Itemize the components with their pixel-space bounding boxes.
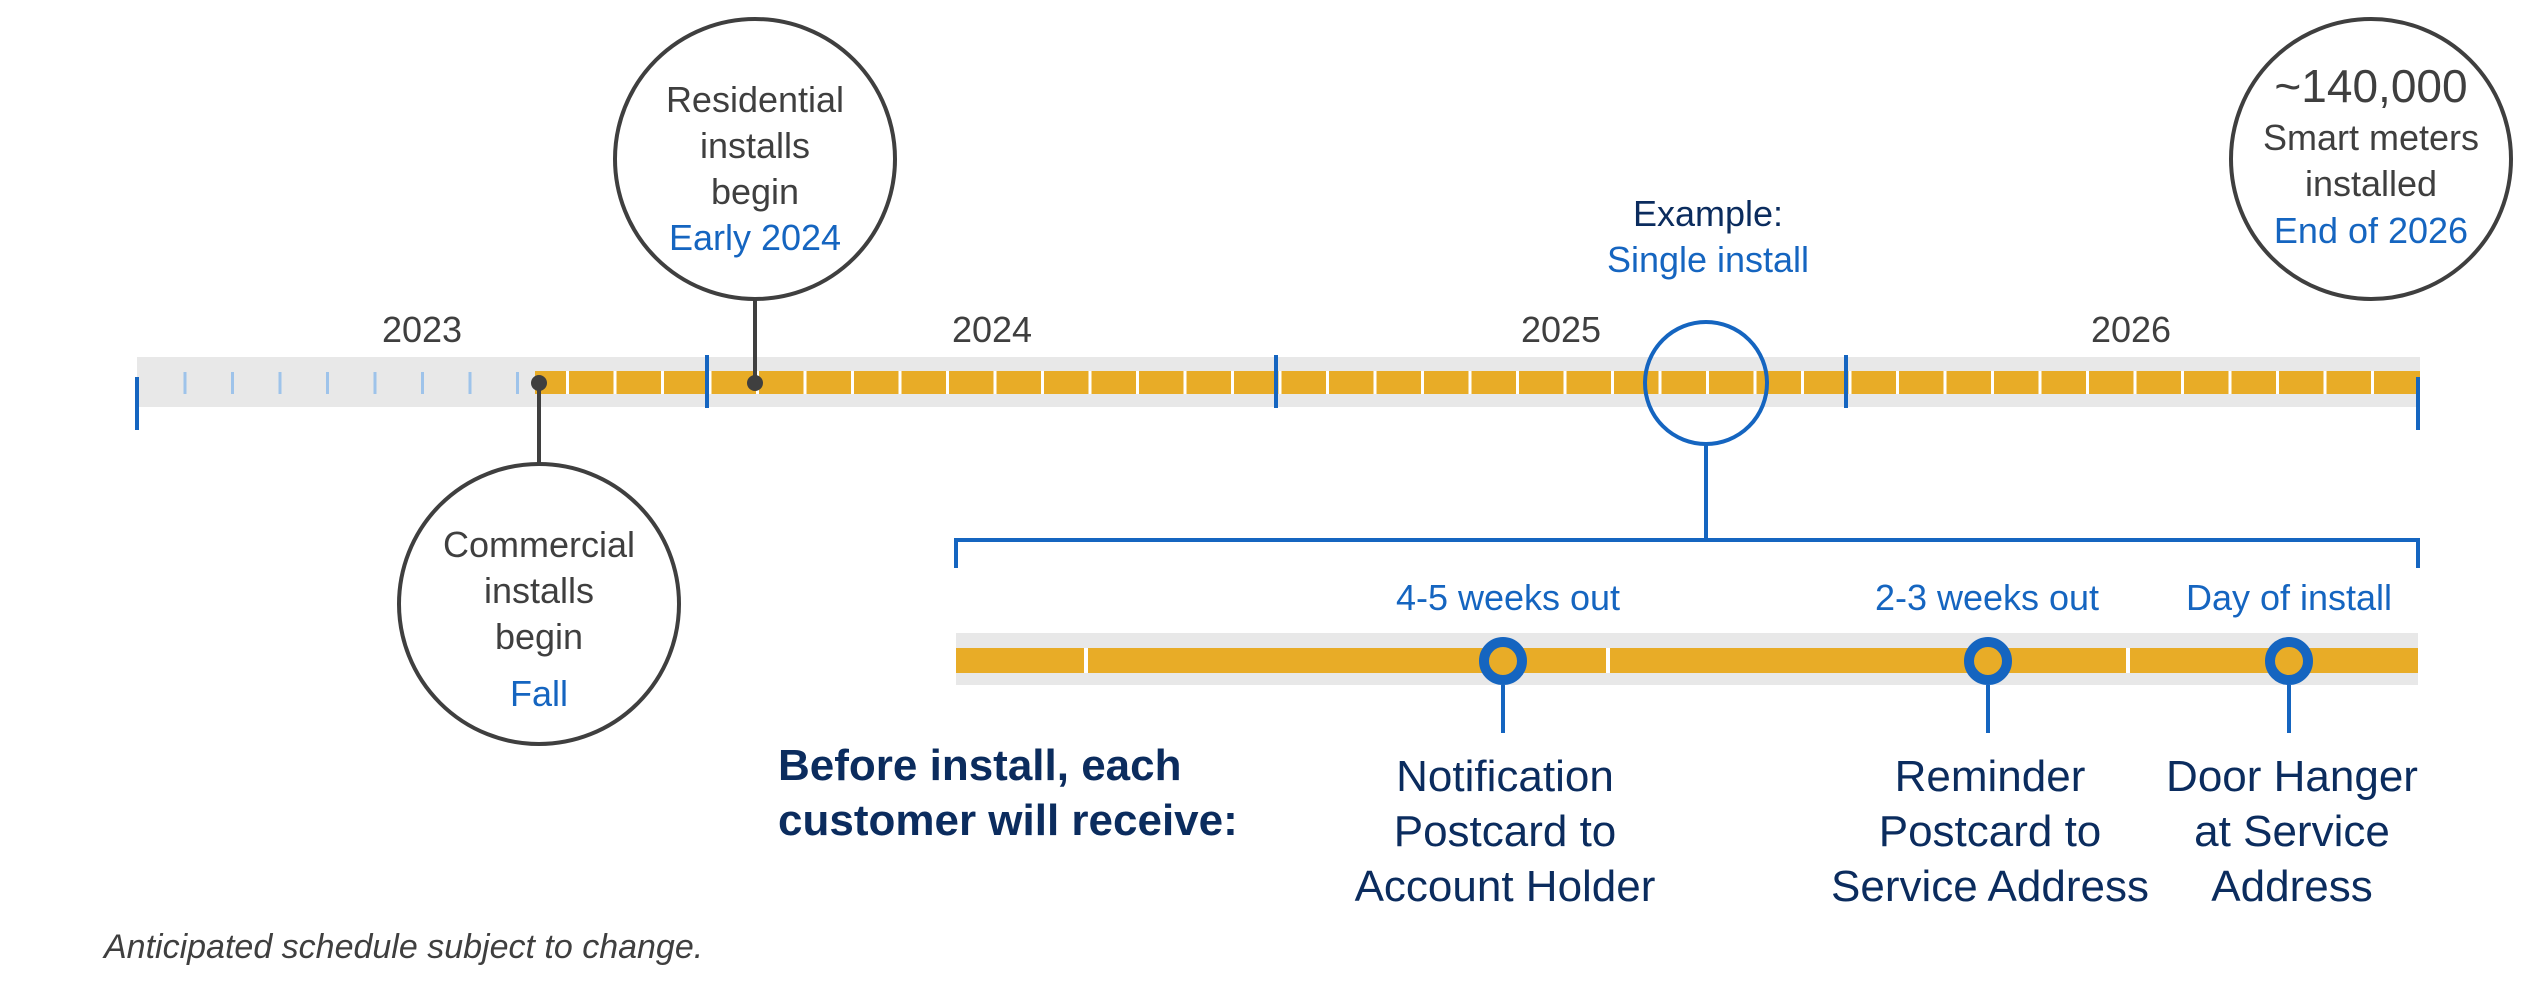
progress-separator [1611,371,1614,394]
detail-timeline [956,633,2418,685]
progress-separator [2133,371,2137,394]
main-timeline [135,355,2420,430]
progress-separator [1753,371,1757,394]
detail-progress-bar [956,648,2418,673]
progress-separator [1421,371,1424,394]
residential-date: Early 2024 [669,217,841,258]
step-timing: 4-5 weeks out [1396,577,1620,618]
example-bracket [954,538,2420,568]
progress-separator [1801,371,1804,394]
commercial-callout: Commercial installs begin Fall [397,375,681,746]
progress-separator [1231,371,1234,394]
total-line-2: installed [2305,163,2437,204]
progress-separator [851,371,854,394]
residential-callout: Residential installs begin Early 2024 [613,17,897,391]
progress-separator [2323,371,2327,394]
progress-separator [2086,371,2089,394]
step-label-line-1: Notification [1396,752,1614,801]
progress-separator [1563,371,1567,394]
step-timing: Day of install [2186,577,2392,618]
progress-separator [1468,371,1472,394]
example-label: Example: [1633,193,1783,234]
step-marker [1964,637,2012,685]
step-marker [1479,637,1527,685]
progress-separator [708,371,712,394]
progress-separator [1373,371,1377,394]
total-count: ~140,000 [2274,60,2467,112]
before-install-line-1: Before install, each [778,741,1181,790]
year-label-2024: 2024 [952,309,1032,350]
year-label-2023: 2023 [382,309,462,350]
total-date: End of 2026 [2274,210,2468,251]
step-label-line-3: Service Address [1831,862,2149,911]
progress-separator [1896,371,1899,394]
progress-separator [1848,371,1852,394]
progress-separator [1706,371,1709,394]
progress-separator [1088,371,1092,394]
progress-separator [898,371,902,394]
progress-separator [1658,371,1662,394]
progress-separator [1326,371,1329,394]
year-label-2025: 2025 [1521,309,1601,350]
progress-separator [1041,371,1044,394]
before-install-line-2: customer will receive: [778,796,1238,845]
progress-separator [2371,371,2374,394]
step-door-hanger: Day of install Door Hanger at Service Ad… [2166,577,2418,911]
before-install-heading: Before install, each customer will recei… [778,741,1238,845]
residential-line-3: begin [711,171,799,212]
residential-circle [613,17,897,301]
month-ticks [183,372,519,394]
step-label-line-3: Address [2211,862,2372,911]
commercial-date: Fall [510,673,568,714]
step-label-line-1: Reminder [1895,752,2086,801]
detail-separator [1084,648,1088,673]
commercial-line-1: Commercial [443,524,635,565]
year-ticks [135,355,2420,430]
residential-marker-dot [747,375,763,391]
residential-line-1: Residential [666,79,844,120]
step-notification: 4-5 weeks out Notification Postcard to A… [1355,577,1656,911]
progress-separator [1136,371,1139,394]
progress-separator [2181,371,2184,394]
progress-separator [613,371,617,394]
commercial-line-2: installs [484,570,594,611]
progress-separator [2038,371,2042,394]
step-timing: 2-3 weeks out [1875,577,2099,618]
residential-line-2: installs [700,125,810,166]
example-value: Single install [1607,239,1809,280]
year-labels: 2023 2024 2025 2026 [382,309,2171,350]
progress-separator [1278,371,1282,394]
step-label-line-1: Door Hanger [2166,752,2418,801]
total-circle [2229,17,2513,301]
progress-separator [661,371,664,394]
detail-separator [1606,648,1610,673]
progress-separator [2276,371,2279,394]
step-label-line-2: Postcard to [1879,807,2102,856]
year-label-2026: 2026 [2091,309,2171,350]
step-label-line-3: Account Holder [1355,862,1656,911]
progress-separator [946,371,949,394]
progress-separator [2228,371,2232,394]
example-callout: Example: Single install [954,193,2420,568]
step-label-line-2: Postcard to [1394,807,1617,856]
total-callout: ~140,000 Smart meters installed End of 2… [2229,17,2513,301]
detail-separator [2126,648,2130,673]
commercial-line-3: begin [495,616,583,657]
progress-separator [1183,371,1187,394]
timeline-progress-bar [535,371,2420,394]
step-label-line-2: at Service [2194,807,2390,856]
footnote: Anticipated schedule subject to change. [102,928,703,966]
step-reminder: 2-3 weeks out Reminder Postcard to Servi… [1831,577,2149,911]
commercial-circle [397,462,681,746]
progress-separator [566,371,569,394]
progress-separator [1943,371,1947,394]
progress-separator [803,371,807,394]
total-line-1: Smart meters [2263,117,2479,158]
progress-separator [1991,371,1994,394]
progress-separator [993,371,997,394]
step-marker [2265,637,2313,685]
progress-separator [1516,371,1519,394]
